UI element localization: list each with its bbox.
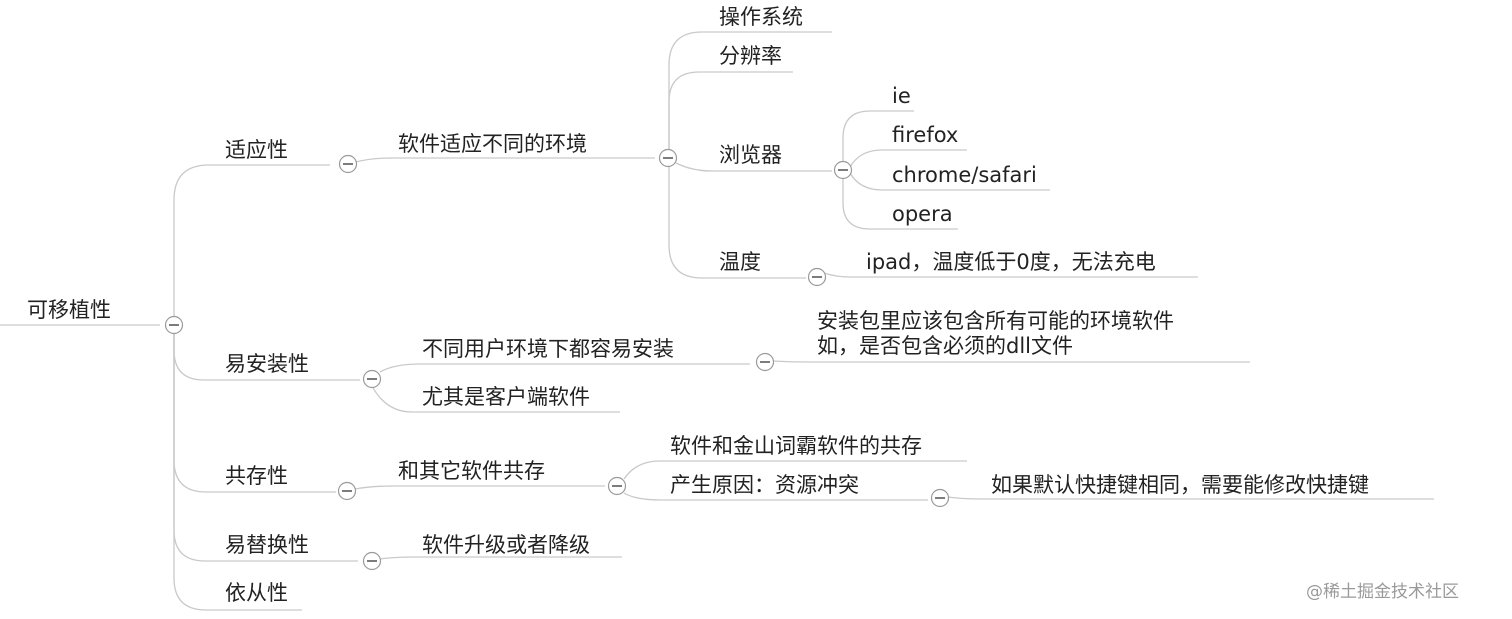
node-coexist-item1[interactable]: 软件和金山词霸软件的共存 [670, 434, 922, 458]
connector-temperature [668, 165, 806, 279]
node-adapt[interactable]: 适应性 [225, 138, 288, 162]
connector-os [668, 31, 832, 151]
connector-comply [173, 332, 302, 611]
collapse-toggle-browser[interactable] [833, 160, 853, 180]
node-replace[interactable]: 易替换性 [225, 533, 309, 557]
node-install-note-line2[interactable]: 如，是否包含必须的dll文件 [817, 334, 1073, 358]
node-adapt-child[interactable]: 软件适应不同的环境 [398, 132, 587, 156]
node-temperature-note[interactable]: ipad，温度低于0度，无法充电 [866, 250, 1156, 274]
connector-coexist-item1 [623, 460, 967, 480]
node-coexist[interactable]: 共存性 [225, 464, 288, 488]
node-os[interactable]: 操作系统 [719, 5, 803, 29]
node-install-child2[interactable]: 尤其是客户端软件 [422, 385, 590, 409]
node-browser-ie[interactable]: ie [892, 84, 911, 108]
node-browser[interactable]: 浏览器 [719, 143, 782, 167]
connector-install-child2 [371, 385, 620, 413]
node-comply[interactable]: 依从性 [225, 581, 288, 605]
collapse-toggle-root[interactable] [164, 315, 184, 335]
collapse-toggle-install-child1[interactable] [755, 352, 775, 372]
collapse-toggle-coexist[interactable] [337, 481, 357, 501]
node-coexist-item2[interactable]: 产生原因：资源冲突 [670, 473, 859, 497]
collapse-toggle-replace[interactable] [362, 551, 382, 571]
connector-install-note [772, 360, 1250, 363]
collapse-toggle-temperature[interactable] [807, 267, 827, 287]
connector-coexist-item2 [623, 492, 928, 501]
node-coexist-note[interactable]: 如果默认快捷键相同，需要能修改快捷键 [991, 473, 1369, 497]
collapse-toggle-install[interactable] [362, 369, 382, 389]
node-replace-child[interactable]: 软件升级或者降级 [422, 533, 590, 557]
collapse-toggle-coexist-child[interactable] [607, 476, 627, 496]
node-browser-firefox[interactable]: firefox [892, 123, 959, 147]
node-coexist-child[interactable]: 和其它软件共存 [398, 459, 545, 483]
connector-adapt-child [355, 157, 655, 163]
node-install-child1[interactable]: 不同用户环境下都容易安装 [422, 337, 674, 361]
node-browser-opera[interactable]: opera [892, 202, 953, 226]
watermark: @稀土掘金技术社区 [1306, 582, 1459, 602]
connector-browser [675, 162, 832, 172]
connector-firefox [849, 149, 967, 168]
connector-install-child1 [379, 363, 750, 373]
connector-replace-child [379, 556, 622, 560]
collapse-toggle-adapt-child[interactable] [658, 148, 678, 168]
connector-chrome [849, 172, 1050, 191]
node-resolution[interactable]: 分辨率 [719, 44, 782, 68]
node-browser-chrome[interactable]: chrome/safari [892, 163, 1037, 187]
collapse-toggle-coexist-item2[interactable] [930, 488, 950, 508]
root-node[interactable]: 可移植性 [27, 298, 111, 322]
node-install[interactable]: 易安装性 [225, 352, 309, 376]
collapse-toggle-adapt[interactable] [338, 154, 358, 174]
connector-opera [842, 177, 958, 230]
connector-adapt [173, 164, 330, 318]
node-install-note-line1[interactable]: 安装包里应该包含所有可能的环境软件 [817, 309, 1174, 333]
connector-temperature-note [823, 272, 1198, 278]
connector-ie [842, 110, 914, 163]
connector-coexist-note [947, 496, 1434, 500]
node-temperature[interactable]: 温度 [719, 250, 761, 274]
connector-resolution [668, 71, 793, 151]
connector-coexist-child [354, 485, 605, 490]
